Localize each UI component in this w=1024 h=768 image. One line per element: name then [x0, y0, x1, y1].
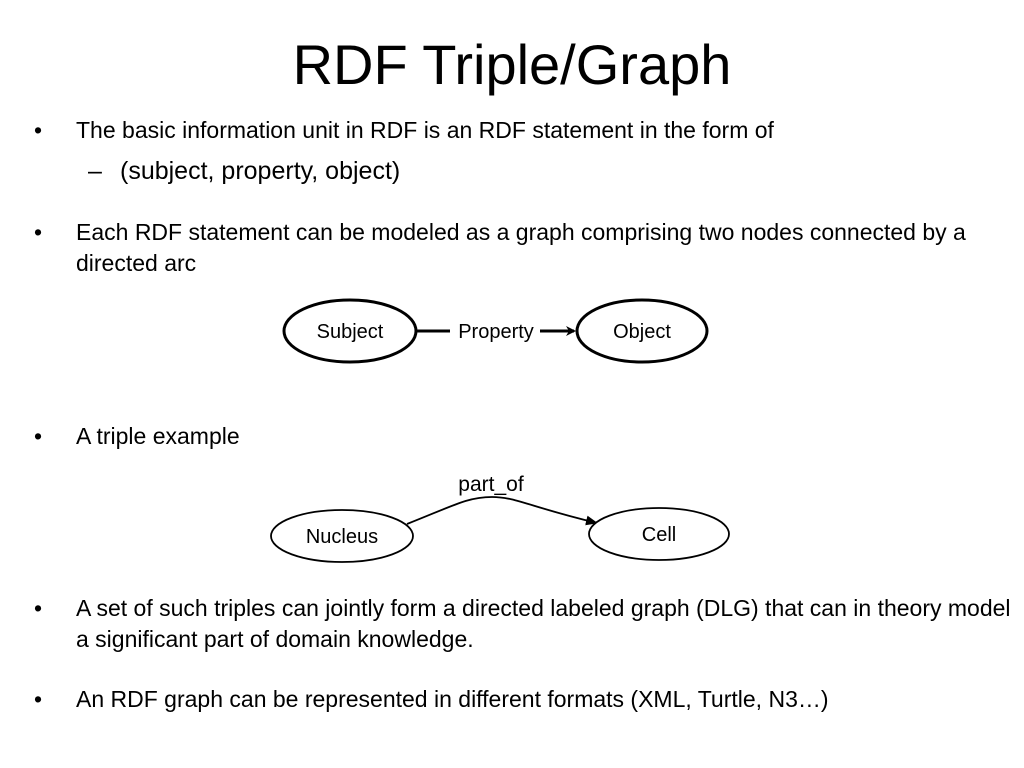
rdf-statement-diagram: Subject Property Object: [282, 298, 709, 364]
bullet-text: A set of such triples can jointly form a…: [76, 595, 1011, 652]
nucleus-node-label: Nucleus: [306, 526, 378, 548]
triple-example-diagram: Nucleus part_of Cell: [270, 473, 730, 563]
nucleus-node: [270, 509, 414, 563]
part-of-arc-label: part_of: [458, 473, 524, 496]
part-of-arc: [406, 496, 598, 526]
bullet-marker: •: [34, 423, 43, 449]
cell-node: [588, 507, 730, 561]
sub-bullet-text: (subject, property, object): [120, 157, 401, 185]
slide-title: RDF Triple/Graph: [292, 33, 732, 96]
bullet-marker: •: [34, 686, 43, 712]
object-node-label: Object: [613, 321, 671, 343]
bullet-text: Each RDF statement can be modeled as a g…: [76, 219, 966, 276]
bullet-text: The basic information unit in RDF is an …: [76, 117, 774, 143]
bullet-marker: •: [34, 219, 43, 245]
cell-node-label: Cell: [642, 524, 676, 546]
dash-marker: –: [88, 157, 102, 185]
object-node: [575, 298, 709, 364]
bullet-text: An RDF graph can be represented in diffe…: [76, 686, 829, 712]
bullet-marker: •: [34, 595, 43, 621]
property-arc-label: Property: [458, 321, 534, 343]
bullet-text: A triple example: [76, 423, 240, 449]
bullet-marker: •: [34, 117, 43, 143]
subject-node-label: Subject: [317, 321, 384, 343]
